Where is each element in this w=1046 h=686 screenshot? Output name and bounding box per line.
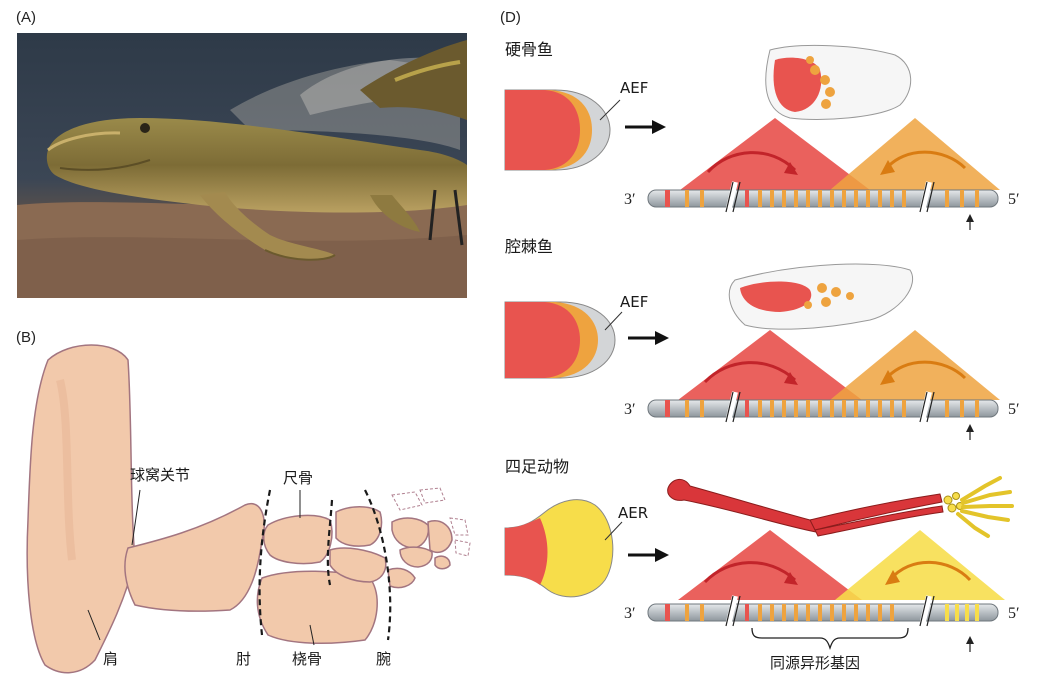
gene-bands [665, 604, 979, 621]
end-3-label: 3′ [624, 191, 636, 208]
label-ball-joint: 球窝关节 [130, 466, 190, 484]
end-3-label: 3′ [624, 401, 636, 418]
label-ulna: 尺骨 [283, 469, 313, 487]
label-wrist: 腕 [376, 650, 391, 668]
row-tetrapod: 四足动物 AER [504, 457, 1020, 672]
label-shoulder: 肩 [103, 650, 118, 668]
panel-a-label: (A) [16, 9, 36, 26]
tiktaalik-photo [17, 33, 467, 298]
ridge-label: AEF [620, 79, 648, 97]
end-5-label: 5′ [1008, 401, 1020, 418]
hand-bones [943, 476, 1014, 538]
row-bony-fish: 硬骨鱼 AEF [504, 40, 1020, 230]
end-3-label: 3′ [624, 605, 636, 622]
row-coelacanth: 腔棘鱼 AEF 3′ [504, 237, 1020, 440]
panel-b-label: (B) [16, 329, 36, 346]
gene-bands [665, 400, 979, 417]
label-elbow: 肘 [236, 650, 251, 668]
row-title: 腔棘鱼 [505, 237, 553, 256]
row-title: 硬骨鱼 [505, 40, 553, 59]
panel-d-label: (D) [500, 9, 521, 26]
homeobox-bracket [751, 627, 909, 651]
end-5-label: 5′ [1008, 605, 1020, 622]
row-title: 四足动物 [505, 457, 569, 476]
label-radius: 桡骨 [292, 650, 322, 668]
fin-skeleton [26, 344, 471, 674]
ridge-label: AER [618, 504, 648, 522]
homeobox-genes-label: 同源异形基因 [770, 654, 860, 672]
gene-bands [665, 190, 979, 207]
end-5-label: 5′ [1008, 191, 1020, 208]
ridge-label: AEF [620, 293, 648, 311]
